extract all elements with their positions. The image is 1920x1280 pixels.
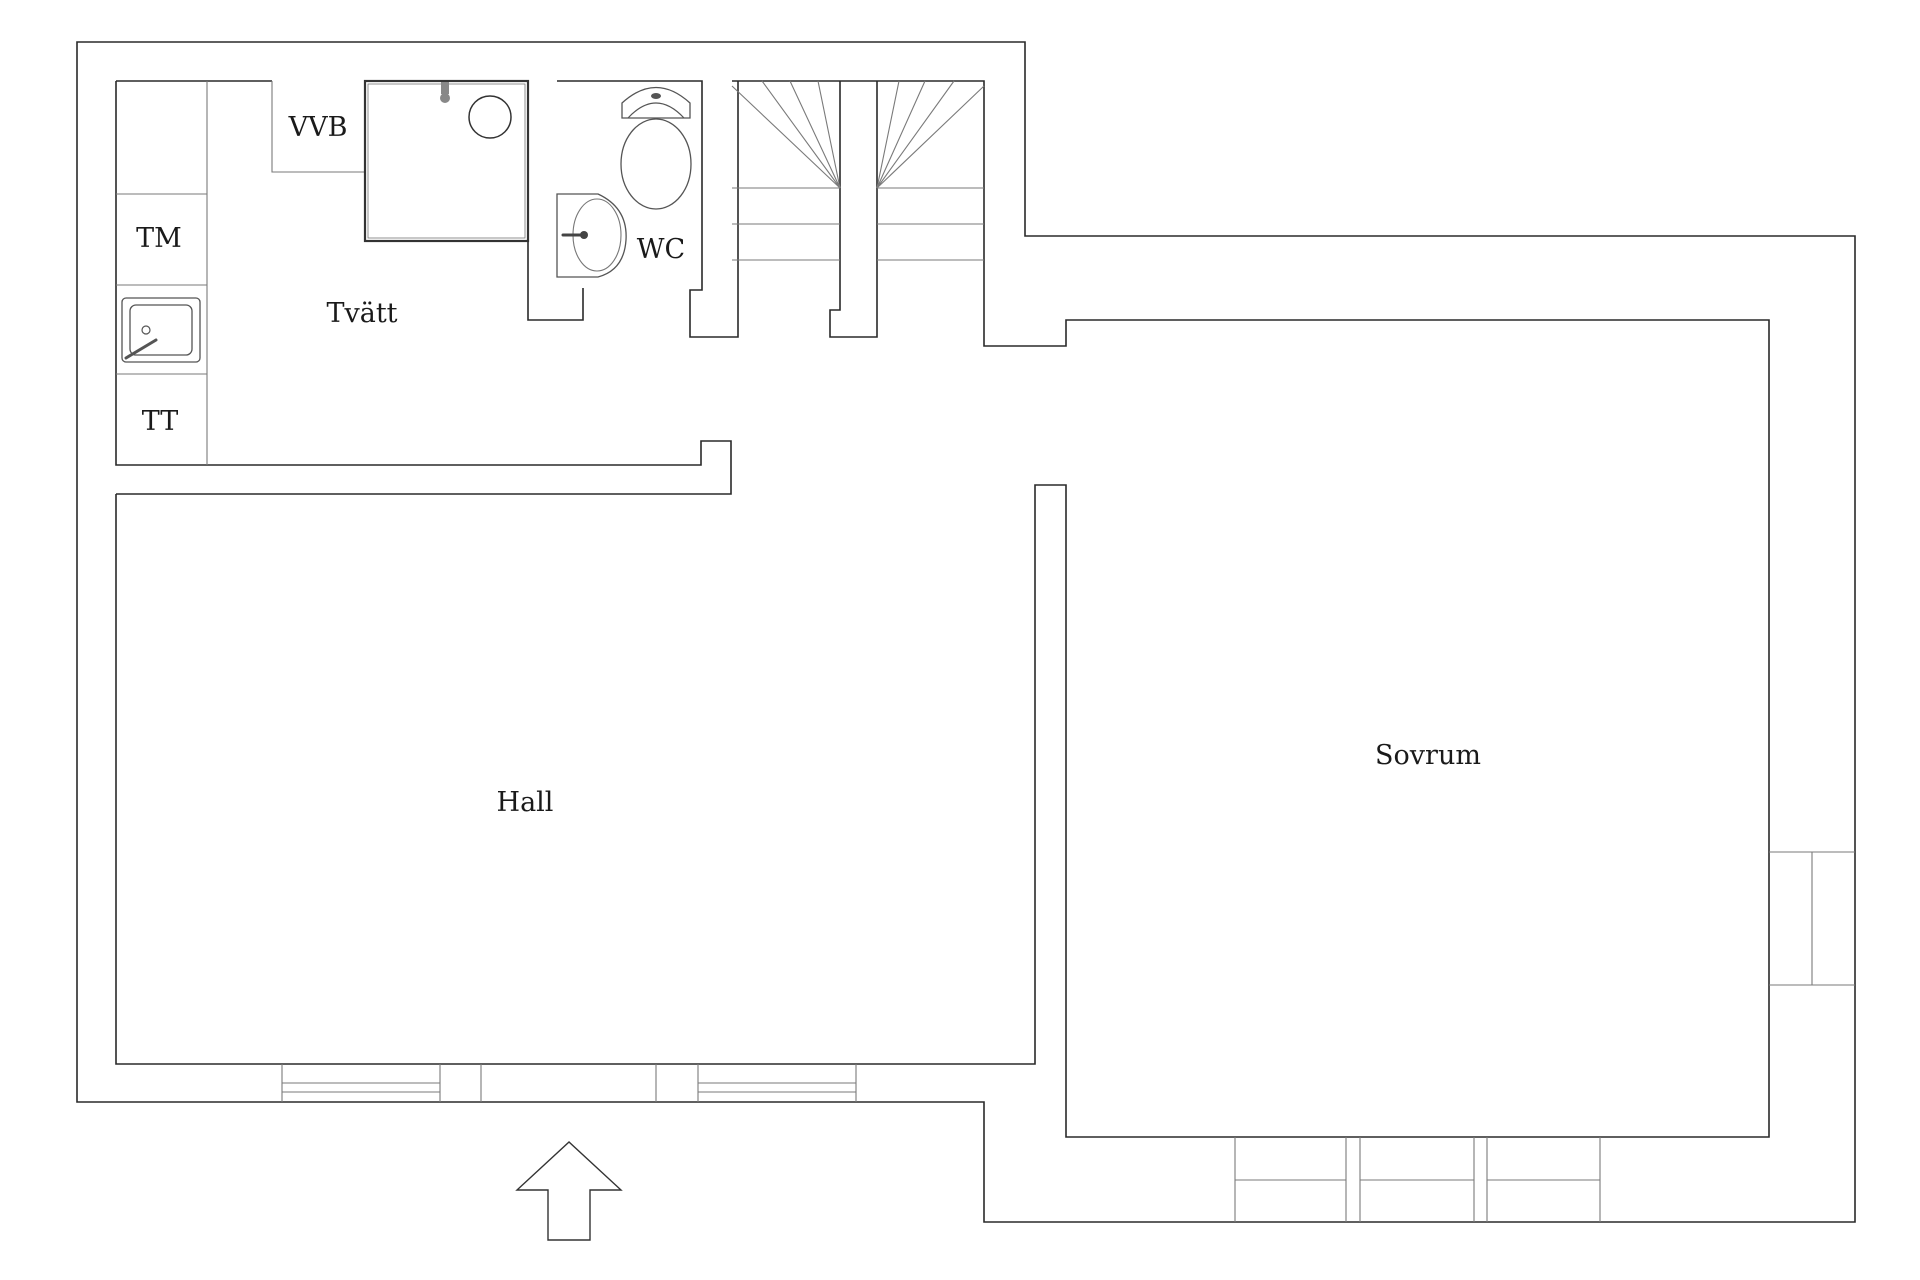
label-sovrum: Sovrum	[1375, 740, 1481, 771]
hall-windows	[281, 1064, 857, 1102]
shower-icon	[363, 79, 530, 243]
sink-icon	[121, 297, 201, 363]
toilet-icon	[620, 86, 692, 210]
label-wc: WC	[637, 234, 685, 265]
label-hall: Hall	[497, 787, 554, 818]
arrow-up-icon	[515, 1141, 623, 1241]
vvb-cabinet	[271, 81, 365, 173]
washbasin-icon	[556, 193, 627, 278]
stairs-icon	[731, 80, 985, 261]
counter-cabinets	[116, 81, 208, 465]
label-tm: TM	[136, 223, 182, 254]
label-vvb: VVB	[288, 112, 348, 143]
label-tt: TT	[142, 406, 179, 437]
interior-walls	[115, 80, 1855, 1138]
sovrum-windows	[1234, 1137, 1601, 1222]
outer-walls	[76, 41, 1856, 1223]
label-tvatt: Tvätt	[326, 298, 397, 329]
